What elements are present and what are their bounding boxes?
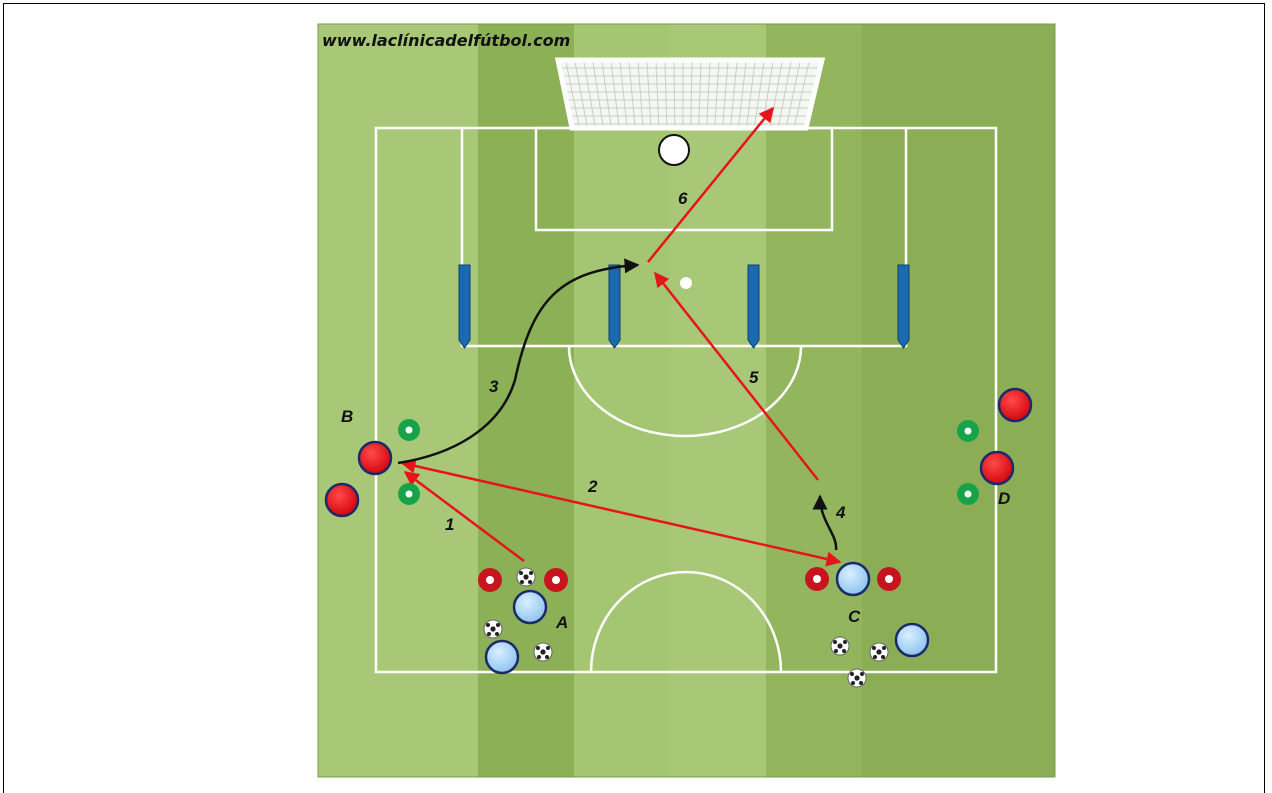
blue-pole <box>609 265 620 348</box>
position-label-d: D <box>998 489 1010 508</box>
step-label-6: 6 <box>678 189 688 208</box>
red-marker <box>544 568 568 592</box>
ball-icon <box>870 643 888 661</box>
goalkeeper <box>659 135 689 165</box>
player-blue-a <box>514 591 546 623</box>
step-label-5: 5 <box>749 368 759 387</box>
goal <box>558 60 822 128</box>
blue-pole <box>459 265 470 348</box>
red-marker <box>877 567 901 591</box>
step-label-3: 3 <box>489 377 499 396</box>
blue-pole <box>748 265 759 348</box>
ball-icon <box>517 568 535 586</box>
watermark-url: www.laclínicadelfútbol.com <box>322 31 570 50</box>
player-red-d <box>981 452 1013 484</box>
red-marker <box>478 568 502 592</box>
green-marker <box>957 420 979 442</box>
step-label-2: 2 <box>587 477 598 496</box>
ball-icon <box>848 669 866 687</box>
green-marker <box>957 483 979 505</box>
step-label-1: 1 <box>445 515 454 534</box>
grass-stripe <box>574 24 670 777</box>
grass <box>318 24 1055 777</box>
ball-icon <box>831 637 849 655</box>
player-red <box>999 389 1031 421</box>
position-label-c: C <box>848 607 861 626</box>
position-label-a: A <box>555 613 568 632</box>
penalty-spot <box>680 277 692 289</box>
player-blue <box>896 624 928 656</box>
green-marker <box>398 483 420 505</box>
position-label-b: B <box>341 407 353 426</box>
ball-icon <box>534 643 552 661</box>
blue-pole <box>898 265 909 348</box>
green-marker <box>398 419 420 441</box>
player-red <box>326 484 358 516</box>
player-blue <box>486 641 518 673</box>
ball-icon <box>484 620 502 638</box>
red-marker <box>805 567 829 591</box>
grass-stripe <box>318 24 478 777</box>
player-red-b <box>359 442 391 474</box>
step-label-4: 4 <box>835 503 846 522</box>
grass-stripe <box>670 24 766 777</box>
player-blue-c <box>837 563 869 595</box>
